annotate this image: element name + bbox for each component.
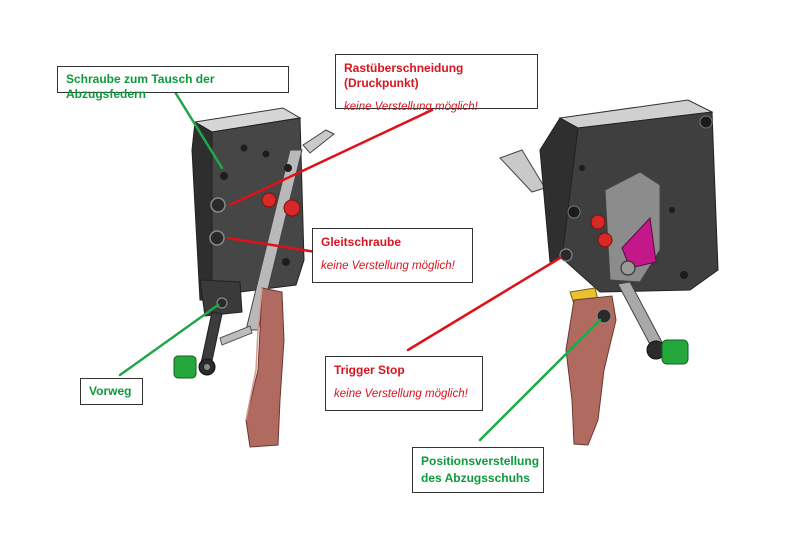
label-position: Positionsverstellung des Abzugsschuhs [412, 447, 544, 493]
red-screw-icon [597, 232, 613, 248]
red-screw-icon [283, 199, 301, 217]
callout-stop-line [406, 256, 562, 352]
label-feder-title: Schraube zum Tausch der Abzugsfedern [66, 72, 215, 101]
label-rast-title: Rastüberschneidung (Druckpunkt) [344, 61, 464, 90]
callout-pos-line [478, 318, 602, 442]
left-sear-blade [302, 129, 335, 154]
label-stop-title: Trigger Stop [334, 363, 405, 377]
left-rod [219, 325, 253, 346]
right-face-hole [680, 271, 688, 279]
left-face-hole [282, 258, 290, 266]
screw-icon [620, 260, 636, 276]
red-screw-icon [261, 192, 277, 208]
left-trigger-assembly [173, 107, 335, 448]
left-trigger-shoe-edge [245, 287, 263, 421]
callout-rast-line [228, 108, 434, 207]
label-feder-screw: Schraube zum Tausch der Abzugsfedern [57, 66, 289, 101]
callout-feder-line [173, 90, 224, 170]
label-pos-line2: des Abzugsschuhs [421, 471, 530, 485]
right-face-hole [699, 115, 713, 129]
label-gleit-note: keine Verstellung möglich! [321, 260, 455, 272]
label-rast: Rastüberschneidung (Druckpunkt) keine Ve… [335, 54, 538, 113]
left-trigger-shoe [245, 287, 285, 448]
screw-icon [559, 248, 573, 262]
left-face-hole [240, 144, 248, 152]
left-face-hole [262, 150, 270, 158]
red-screw-icon [590, 214, 606, 230]
label-gleit: Gleitschraube keine Verstellung möglich! [312, 228, 473, 283]
callout-gleit-line [226, 236, 318, 254]
label-pos-line1: Positionsverstellung [421, 454, 540, 468]
right-face-hole [567, 205, 581, 219]
label-stop-note: keine Verstellung möglich! [334, 388, 468, 400]
screw-icon [209, 230, 225, 246]
label-vorweg-title: Vorweg [89, 384, 132, 398]
callout-lines [118, 90, 602, 442]
right-sear-blade [499, 149, 546, 193]
knob-icon [173, 355, 216, 379]
callout-vorweg-line [118, 303, 220, 377]
label-rast-note: keine Verstellung möglich! [344, 101, 478, 113]
left-face-hole [284, 164, 292, 172]
right-face-hole [579, 165, 585, 171]
right-trigger-assembly [499, 99, 719, 446]
right-face-hole [669, 207, 675, 213]
left-face-hole [220, 172, 228, 180]
label-vorweg: Vorweg [80, 378, 143, 405]
label-gleit-title: Gleitschraube [321, 235, 402, 249]
screw-icon [216, 297, 228, 309]
screw-icon [210, 197, 226, 213]
label-trigger-stop: Trigger Stop keine Verstellung möglich! [325, 356, 483, 411]
right-trigger-shoe [565, 295, 617, 446]
knob-icon [646, 339, 689, 365]
